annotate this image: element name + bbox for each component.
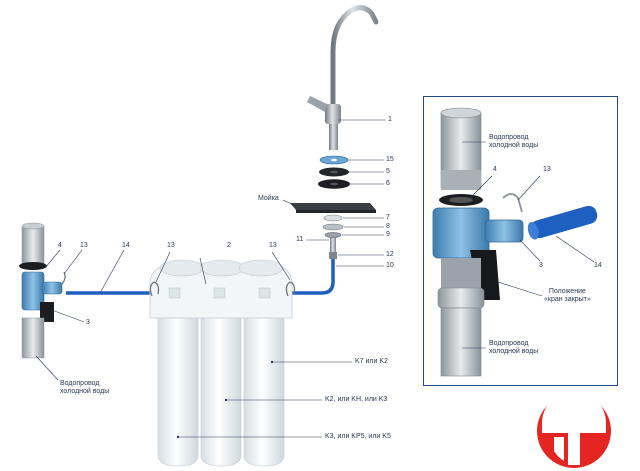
callout-11: 11	[296, 236, 304, 243]
left-tee-assembly	[19, 222, 125, 381]
filter-callout-2: 2	[227, 242, 231, 249]
inset-callout-3: 3	[539, 262, 543, 269]
filter-2-label: K2, или KH, или K3	[325, 396, 388, 403]
position-label: Положение«кран закрыт»	[544, 288, 591, 303]
faucet-gaskets	[318, 155, 384, 189]
callout-10: 10	[386, 262, 394, 269]
callout-15: 15	[386, 156, 394, 163]
filter-1-label: K7 или K2	[355, 358, 388, 365]
sink-label: Мойка	[258, 195, 279, 202]
callout-12: 12	[386, 251, 394, 258]
callout-1: 1	[388, 116, 392, 123]
inset-callout-14: 14	[594, 262, 602, 269]
callout-9: 9	[386, 231, 390, 238]
filter-callout-13a: 13	[167, 242, 175, 249]
inset-tee-assembly	[432, 107, 598, 377]
sink-plate	[282, 199, 376, 213]
hose-clips	[149, 251, 296, 297]
inset-callout-13: 13	[543, 166, 551, 173]
filter-callout-13b: 13	[269, 242, 277, 249]
left-callout-14: 14	[122, 242, 130, 249]
callout-8: 8	[386, 223, 390, 230]
left-callout-4: 4	[58, 242, 62, 249]
logo-icon	[537, 393, 611, 468]
inset-frame	[423, 96, 618, 386]
callout-5: 5	[386, 168, 390, 175]
callout-6: 6	[386, 180, 390, 187]
hoses	[66, 259, 335, 295]
left-callout-13: 13	[80, 242, 88, 249]
inset-callout-4: 4	[493, 166, 497, 173]
filter-unit	[149, 257, 352, 467]
faucet	[307, 5, 386, 150]
callout-7: 7	[386, 214, 390, 221]
filter-3-label: K3, или KP5, или K5	[325, 433, 391, 440]
left-callout-3: 3	[86, 319, 90, 326]
mounting-parts	[306, 214, 384, 267]
